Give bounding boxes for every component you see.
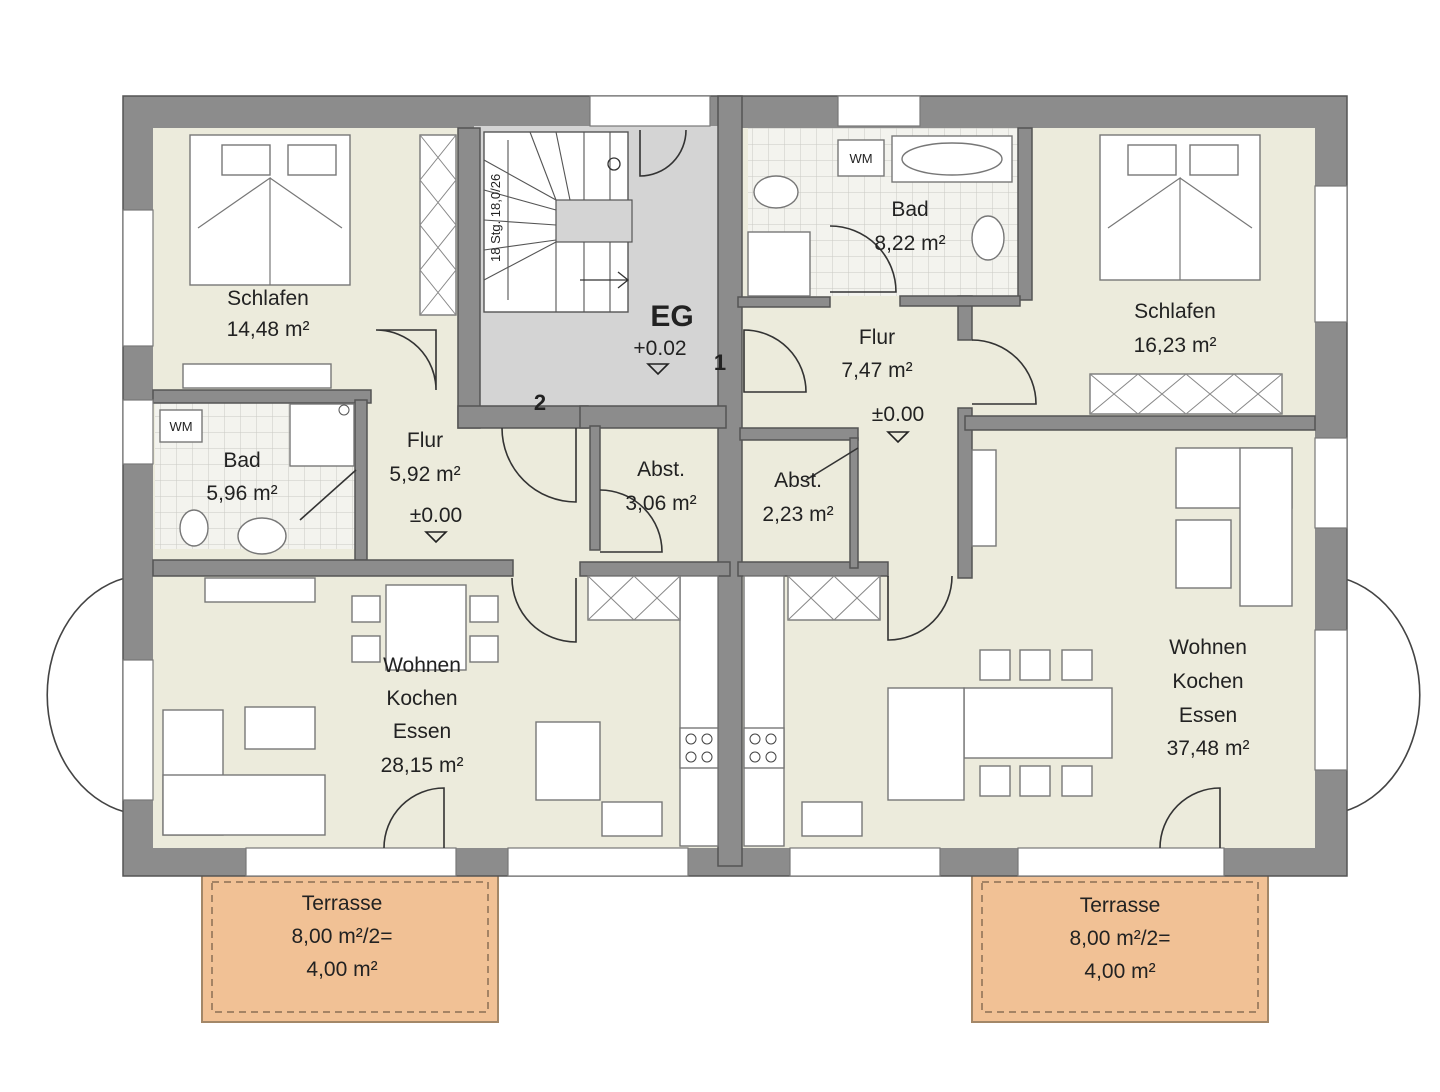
windows	[122, 95, 1348, 877]
flur-right-height: ±0.00	[872, 403, 924, 426]
abst-left-area: 3,06 m²	[625, 492, 696, 515]
dining-table-right	[963, 649, 1113, 797]
bath-right-fixtures	[747, 135, 1013, 297]
terrace-right-name: Terrasse	[1080, 894, 1161, 917]
radiator-left	[182, 363, 332, 389]
terrace-left-area: 4,00 m²	[306, 958, 377, 981]
schlafen-left-name: Schlafen	[227, 287, 309, 310]
level-marker-icons	[424, 363, 910, 544]
bay-window-left	[46, 577, 126, 813]
terrace-right-area: 4,00 m²	[1084, 960, 1155, 983]
schlafen-left-area: 14,48 m²	[227, 318, 310, 341]
flur-left-area: 5,92 m²	[389, 463, 460, 486]
kitchen-left	[535, 575, 719, 847]
schlafen-right-area: 16,23 m²	[1134, 334, 1217, 357]
wm-left-label: WM	[169, 419, 192, 434]
abst-left-name: Abst.	[637, 458, 685, 481]
sofa-left	[162, 706, 326, 836]
abst-right-name: Abst.	[774, 469, 822, 492]
bed-right	[1099, 134, 1261, 281]
flur-right-name: Flur	[859, 326, 895, 349]
bath-left-fixtures	[159, 403, 355, 555]
marker-two: 2	[534, 390, 546, 415]
bad-right-name: Bad	[891, 198, 928, 221]
terrace-left-calc: 8,00 m²/2=	[292, 925, 393, 948]
terrace-left-name: Terrasse	[302, 892, 383, 915]
bad-left-area: 5,96 m²	[206, 482, 277, 505]
level-title: EG	[650, 300, 693, 333]
terrace-right-calc: 8,00 m²/2=	[1070, 927, 1171, 950]
bed-left	[189, 134, 351, 286]
kitchen-right	[743, 575, 965, 847]
staircase	[483, 131, 633, 313]
stair-note: 18 Stg. 18,0/26	[488, 174, 503, 262]
wardrobe-left	[419, 134, 457, 316]
interior-walls	[152, 95, 1316, 867]
wohnen-left-line3: Essen	[393, 720, 451, 743]
bad-left-name: Bad	[223, 449, 260, 472]
wohnen-right-line2: Kochen	[1172, 670, 1243, 693]
terrace-right	[971, 871, 1269, 1023]
level-height: +0.02	[633, 337, 686, 360]
wm-right-label: WM	[849, 151, 872, 166]
flur-left-name: Flur	[407, 429, 443, 452]
terrace-left	[201, 871, 499, 1023]
wohnen-left-area: 28,15 m²	[381, 754, 464, 777]
abst-right-area: 2,23 m²	[762, 503, 833, 526]
flur-right-area: 7,47 m²	[841, 359, 912, 382]
wohnen-right-line1: Wohnen	[1169, 636, 1247, 659]
wohnen-right-line3: Essen	[1179, 704, 1237, 727]
wohnen-right-area: 37,48 m²	[1167, 737, 1250, 760]
bad-right-area: 8,22 m²	[874, 232, 945, 255]
wohnen-left-line1: Wohnen	[383, 654, 461, 677]
wardrobe-right	[1089, 373, 1283, 415]
dining-table-left	[204, 577, 499, 671]
flur-left-height: ±0.00	[410, 504, 462, 527]
doors	[299, 129, 1221, 849]
wohnen-left-line2: Kochen	[386, 687, 457, 710]
sofa-right	[971, 447, 1293, 607]
marker-one: 1	[714, 350, 726, 375]
bay-window-right	[1341, 577, 1421, 813]
schlafen-right-name: Schlafen	[1134, 300, 1216, 323]
